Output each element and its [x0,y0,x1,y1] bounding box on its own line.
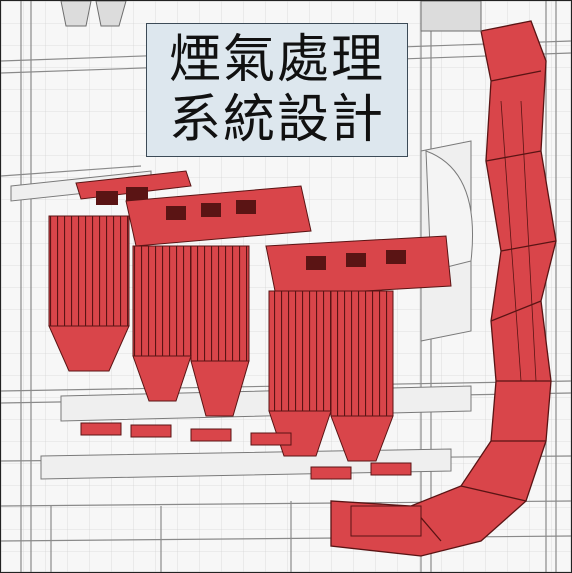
title-line-1: 煙氣處理 [168,30,385,90]
baghouse-module-right [265,235,452,462]
roof-structures [60,1,482,32]
collector-ducts [80,422,422,537]
baghouse-module-left [48,170,192,372]
flue-duct [330,20,557,557]
baghouse-module-center [125,185,312,417]
title-box: 煙氣處理 系統設計 [146,23,408,157]
title-line-2: 系統設計 [168,90,385,150]
